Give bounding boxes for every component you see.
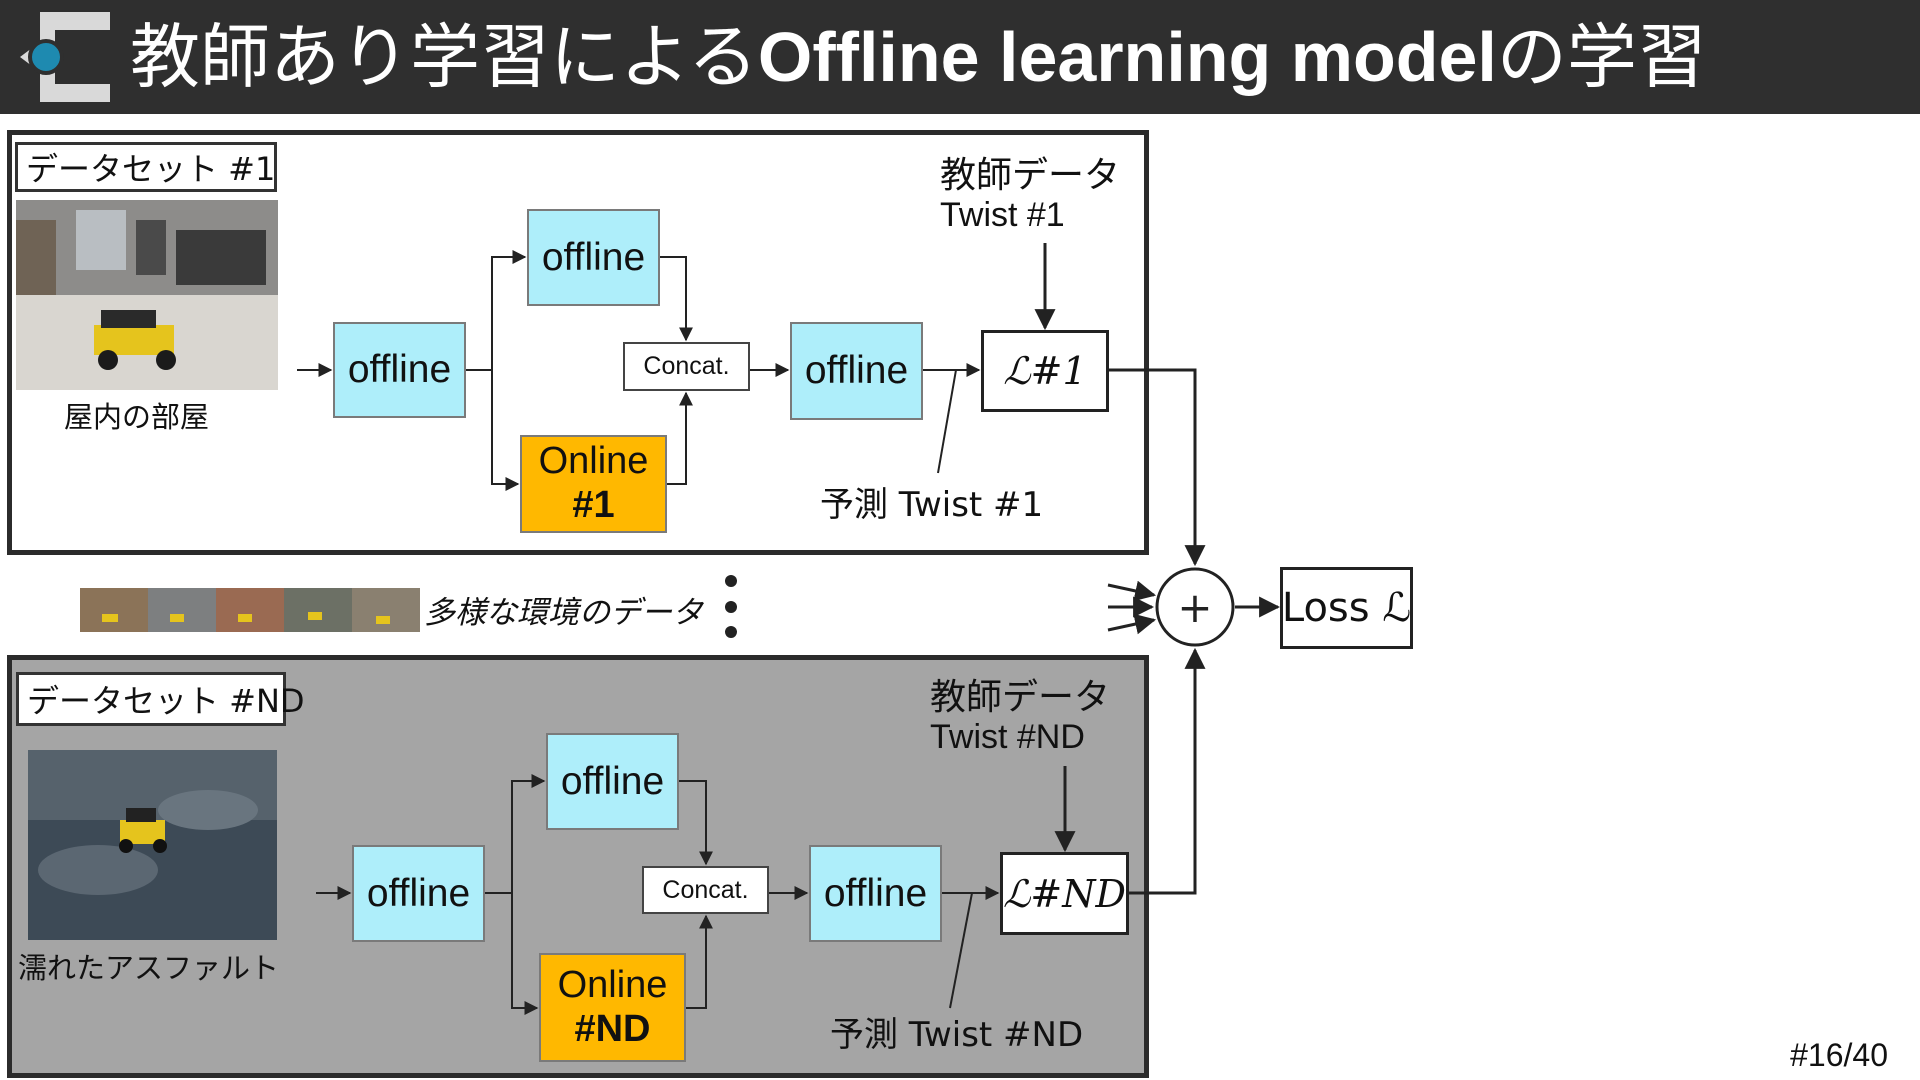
page-number: #16/40: [1790, 1037, 1888, 1073]
offline-head-1: offline: [790, 322, 923, 420]
title-en: Offline learning model: [757, 18, 1497, 96]
diverse-environment-thumbnails: [80, 588, 420, 632]
offline-branch-1: offline: [527, 209, 660, 306]
online-module-nd: Online #ND: [539, 953, 686, 1062]
prediction-twist-nd: 予測 Twist #ND: [830, 1015, 1084, 1055]
online-module-1: Online #1: [520, 435, 667, 533]
title-bar: 教師あり学習によるOffline learning modelの学習: [0, 0, 1920, 114]
online-module-1-label: Online: [538, 440, 649, 483]
title-tail: の学習: [1496, 16, 1707, 98]
indoor-room-photo: [16, 200, 278, 390]
sum-symbol: +: [1177, 583, 1212, 632]
prediction-twist-1: 予測 Twist #1: [820, 485, 1044, 525]
teacher-data-nd-label: 教師データ: [930, 677, 1111, 718]
wet-asphalt-caption: 濡れたアスファルト: [18, 951, 280, 985]
final-loss-label: Loss ℒ: [1281, 585, 1412, 631]
teacher-twist-nd: Twist #ND: [930, 718, 1085, 756]
dataset-nd-label: データセット #ND: [16, 672, 305, 726]
final-loss: Loss ℒ: [1280, 567, 1413, 649]
online-module-1-id: #1: [572, 484, 615, 526]
title-jp: 教師あり学習による: [130, 16, 758, 98]
wet-asphalt-photo: [28, 750, 277, 940]
sum-node: [1155, 567, 1235, 647]
concat-nd: Concat.: [642, 866, 769, 914]
ellipsis-dot-1: [725, 575, 737, 587]
loss-nd: ℒ#ND: [1000, 852, 1129, 935]
online-module-nd-label: Online: [557, 963, 668, 1006]
teacher-data-1-label: 教師データ: [940, 155, 1121, 196]
teacher-twist-1: Twist #1: [940, 196, 1065, 234]
concat-1: Concat.: [623, 342, 750, 391]
offline-head-nd: offline: [809, 845, 942, 942]
offline-encoder-1: offline: [333, 322, 466, 418]
online-module-nd-id: #ND: [574, 1007, 651, 1050]
offline-branch-nd: offline: [546, 733, 679, 830]
slide-title: 教師あり学習によるOffline learning modelの学習: [130, 4, 1707, 110]
ellipsis-dot-3: [725, 626, 737, 638]
indoor-room-caption: 屋内の部屋: [64, 400, 210, 434]
logo-icon: [20, 12, 110, 102]
loss-1: ℒ#1: [981, 330, 1109, 412]
dataset-1-label: データセット #1: [15, 142, 277, 192]
offline-encoder-nd: offline: [352, 845, 485, 942]
ellipsis-dot-2: [725, 601, 737, 613]
diverse-data-label: 多様な環境のデータ: [424, 595, 703, 631]
